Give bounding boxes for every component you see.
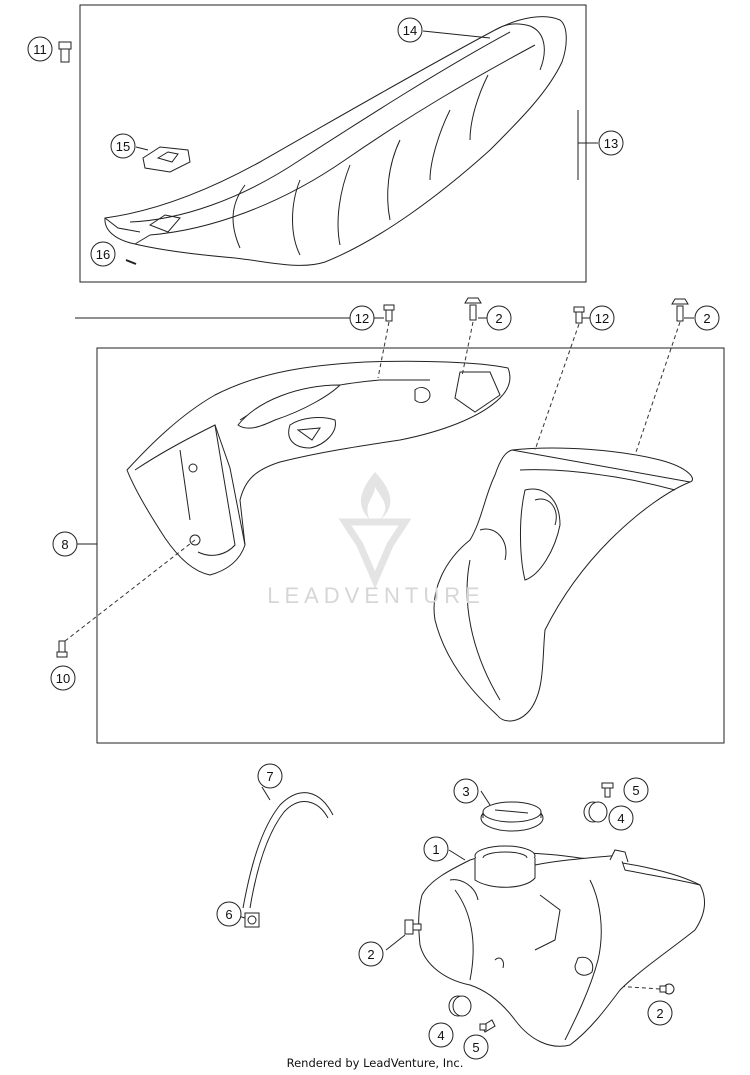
callout-leaders <box>75 30 694 951</box>
callout-13[interactable]: 13 <box>598 130 624 156</box>
svg-text:5: 5 <box>472 1040 479 1055</box>
svg-text:11: 11 <box>33 42 47 57</box>
svg-text:15: 15 <box>116 139 130 154</box>
svg-text:1: 1 <box>432 842 439 857</box>
callout-6[interactable]: 6 <box>216 901 242 927</box>
callouts: 1 2 2 2 2 3 4 4 5 5 6 7 8 10 11 12 12 13… <box>27 17 720 1060</box>
shroud-screws <box>56 297 689 658</box>
callout-4[interactable]: 4 <box>608 805 634 831</box>
svg-text:7: 7 <box>266 769 273 784</box>
callout-5[interactable]: 5 <box>623 777 649 803</box>
svg-text:2: 2 <box>703 311 710 326</box>
callout-16[interactable]: 16 <box>90 241 116 267</box>
svg-text:10: 10 <box>56 671 70 686</box>
right-shroud <box>433 447 693 722</box>
svg-text:13: 13 <box>604 136 618 151</box>
svg-text:14: 14 <box>403 23 417 38</box>
shroud-group-box <box>96 347 725 744</box>
callout-2[interactable]: 2 <box>358 941 384 967</box>
callout-15[interactable]: 15 <box>110 133 136 159</box>
svg-text:2: 2 <box>367 947 374 962</box>
svg-text:2: 2 <box>656 1006 663 1021</box>
left-shroud <box>126 360 511 576</box>
callout-10[interactable]: 10 <box>50 665 76 691</box>
callout-3[interactable]: 3 <box>453 778 479 804</box>
svg-text:4: 4 <box>617 811 624 826</box>
callout-7[interactable]: 7 <box>257 763 283 789</box>
leadventure-watermark-logo <box>338 472 412 589</box>
callout-2[interactable]: 2 <box>486 305 512 331</box>
callout-12[interactable]: 12 <box>349 305 375 331</box>
tank-mount-bolts <box>404 919 675 995</box>
callout-8[interactable]: 8 <box>52 531 78 557</box>
hose-clip-part-6 <box>244 912 260 928</box>
callout-14[interactable]: 14 <box>397 17 423 43</box>
svg-text:16: 16 <box>96 247 110 262</box>
seat-pin-part-16 <box>125 259 137 265</box>
callout-2[interactable]: 2 <box>647 1000 673 1026</box>
seat-clip-part-15 <box>142 146 191 173</box>
breather-hose-part-7 <box>242 792 334 909</box>
svg-text:2: 2 <box>495 311 502 326</box>
callout-12[interactable]: 12 <box>589 305 615 331</box>
callout-4[interactable]: 4 <box>428 1022 454 1048</box>
footer-credit: Rendered by LeadVenture, Inc. <box>286 1056 464 1070</box>
fuel-tank <box>418 845 706 1047</box>
svg-text:12: 12 <box>595 311 609 326</box>
fuel-cap-part-3 <box>480 801 544 832</box>
svg-text:3: 3 <box>462 784 469 799</box>
svg-text:4: 4 <box>437 1028 444 1043</box>
bolt-part-11 <box>58 41 72 63</box>
callout-2[interactable]: 2 <box>694 305 720 331</box>
callout-11[interactable]: 11 <box>27 36 53 62</box>
dashed-assembly-lines <box>64 321 681 990</box>
seat-assembly <box>104 16 567 266</box>
watermark-text: LEADVENTURE <box>267 583 485 608</box>
screw-part-5 <box>479 782 614 1033</box>
svg-text:12: 12 <box>355 311 369 326</box>
svg-text:8: 8 <box>61 537 68 552</box>
svg-text:5: 5 <box>632 783 639 798</box>
rubber-bushing-part-4 <box>448 801 608 1017</box>
svg-text:6: 6 <box>225 907 232 922</box>
callout-1[interactable]: 1 <box>423 836 449 862</box>
callout-5[interactable]: 5 <box>463 1034 489 1060</box>
